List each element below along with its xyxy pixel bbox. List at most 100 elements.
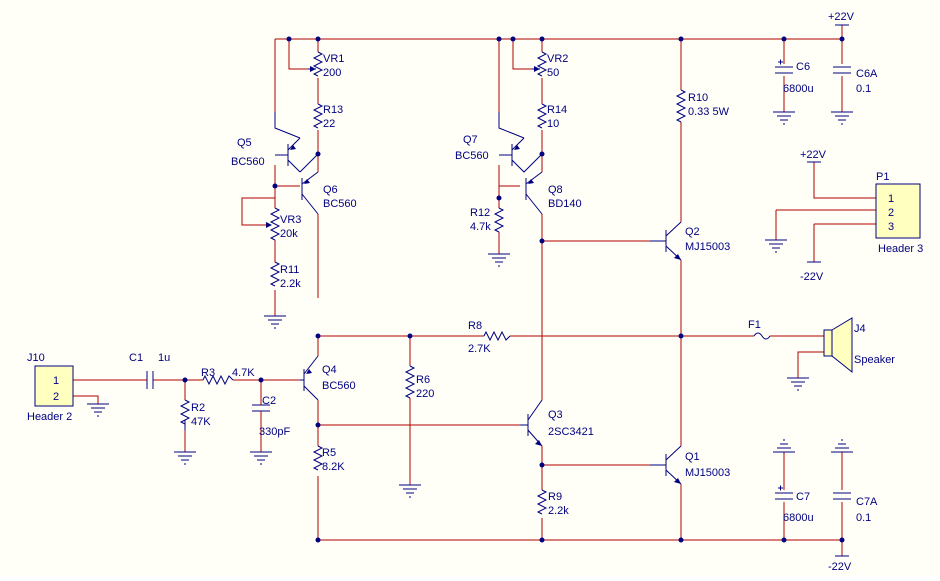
c2-value: 330pF bbox=[259, 426, 290, 438]
r13-value: 22 bbox=[323, 118, 335, 130]
r5-value: 8.2K bbox=[322, 461, 345, 473]
p1-pin-2: 2 bbox=[888, 207, 894, 219]
r10-resistor bbox=[675, 89, 687, 123]
q3-transistor bbox=[520, 399, 543, 447]
vr1-value: 200 bbox=[323, 67, 341, 79]
f1-fuse bbox=[753, 332, 771, 340]
ground-icon bbox=[249, 451, 273, 465]
j10-value: Header 2 bbox=[27, 411, 72, 423]
r5-ref: R5 bbox=[322, 447, 336, 459]
j4-ref: J4 bbox=[854, 323, 866, 335]
r14-resistor bbox=[536, 103, 548, 129]
ground-icon bbox=[764, 239, 788, 253]
ground-icon bbox=[86, 403, 110, 417]
q3-value: 2SC3421 bbox=[548, 426, 594, 438]
r11-ref: R11 bbox=[280, 264, 299, 276]
ground-icon bbox=[173, 451, 197, 465]
vr2-potentiometer bbox=[532, 51, 548, 77]
c1-ref: C1 bbox=[129, 352, 143, 364]
p1-value: Header 3 bbox=[878, 243, 923, 255]
r9-ref: R9 bbox=[548, 491, 562, 503]
c7-ref: C7 bbox=[796, 491, 810, 503]
r13-resistor bbox=[312, 103, 324, 129]
p1-ref: P1 bbox=[876, 171, 889, 183]
r12-ref: R12 bbox=[470, 207, 490, 219]
r10-ref: R10 bbox=[688, 92, 708, 104]
r8-resistor bbox=[483, 330, 511, 342]
q2-ref: Q2 bbox=[685, 226, 700, 238]
r3-ref: R3 bbox=[201, 367, 215, 379]
r3-value: 4.7K bbox=[232, 367, 255, 379]
c6a-value: 0.1 bbox=[856, 83, 871, 95]
q2-transistor bbox=[650, 221, 682, 261]
ground-icon bbox=[830, 111, 854, 125]
q1-transistor bbox=[650, 445, 682, 485]
q8-value: BD140 bbox=[548, 198, 582, 210]
c7-capacitor bbox=[775, 485, 793, 500]
q1-value: MJ15003 bbox=[685, 467, 730, 479]
vr2-value: 50 bbox=[547, 67, 559, 79]
pos-rail-label: +22V bbox=[828, 11, 855, 23]
neg-rail-label: -22V bbox=[828, 561, 852, 573]
ground-icon bbox=[263, 315, 287, 329]
r9-resistor bbox=[536, 489, 548, 515]
r8-value: 2.7K bbox=[468, 343, 491, 355]
r9-value: 2.2k bbox=[548, 505, 569, 517]
c7-value: 6800u bbox=[783, 512, 814, 524]
r5-resistor bbox=[312, 445, 324, 471]
q5-ref: Q5 bbox=[237, 137, 252, 149]
q4-ref: Q4 bbox=[322, 364, 337, 376]
r13-ref: R13 bbox=[323, 104, 343, 116]
c6a-capacitor bbox=[833, 66, 851, 74]
q7-ref: Q7 bbox=[463, 134, 478, 146]
c6-capacitor bbox=[775, 59, 793, 74]
p1-pos-label: +22V bbox=[800, 149, 827, 161]
c2-ref: C2 bbox=[262, 395, 276, 407]
c1-value: 1u bbox=[158, 352, 170, 364]
r6-value: 220 bbox=[416, 388, 434, 400]
f1-ref: F1 bbox=[748, 319, 761, 331]
vr3-value: 20k bbox=[280, 228, 298, 240]
vr1-potentiometer bbox=[308, 51, 324, 77]
vr1-ref: VR1 bbox=[323, 53, 344, 65]
ground-icon bbox=[487, 253, 511, 267]
c7a-value: 0.1 bbox=[856, 512, 871, 524]
ground-icon bbox=[772, 439, 796, 453]
vr3-potentiometer bbox=[266, 207, 281, 241]
vr2-ref: VR2 bbox=[547, 53, 568, 65]
q4-transistor bbox=[300, 355, 319, 401]
p1-pin-1: 1 bbox=[888, 193, 894, 205]
c6a-ref: C6A bbox=[856, 68, 878, 80]
q4-value: BC560 bbox=[322, 380, 356, 392]
r14-value: 10 bbox=[547, 118, 559, 130]
r3-resistor bbox=[202, 374, 234, 386]
ground-icon bbox=[830, 439, 854, 453]
q2-value: MJ15003 bbox=[685, 241, 730, 253]
j10-ref: J10 bbox=[27, 352, 45, 364]
r2-resistor bbox=[179, 399, 191, 430]
c1-capacitor bbox=[140, 371, 160, 389]
q5-transistor bbox=[274, 112, 319, 173]
r8-ref: R8 bbox=[468, 320, 482, 332]
q5-value: BC560 bbox=[231, 156, 265, 168]
r2-value: 47K bbox=[191, 416, 211, 428]
r11-value: 2.2k bbox=[280, 278, 301, 290]
q3-ref: Q3 bbox=[548, 409, 563, 421]
speaker-icon bbox=[823, 317, 853, 374]
q6-ref: Q6 bbox=[323, 184, 338, 196]
r6-resistor bbox=[404, 365, 416, 399]
r12-value: 4.7k bbox=[470, 221, 491, 233]
q6-transistor bbox=[301, 171, 319, 215]
j4-value: Speaker bbox=[854, 354, 895, 366]
q1-ref: Q1 bbox=[685, 451, 700, 463]
ground-icon bbox=[398, 484, 422, 498]
r10-value: 0.33 5W bbox=[688, 106, 730, 118]
j10-pin-1: 1 bbox=[53, 375, 59, 387]
q7-transistor bbox=[498, 112, 543, 173]
c7a-capacitor bbox=[833, 492, 851, 500]
p1-header bbox=[875, 183, 921, 239]
r12-resistor bbox=[493, 207, 505, 233]
c2-capacitor bbox=[252, 398, 270, 416]
c6-value: 6800u bbox=[783, 83, 814, 95]
